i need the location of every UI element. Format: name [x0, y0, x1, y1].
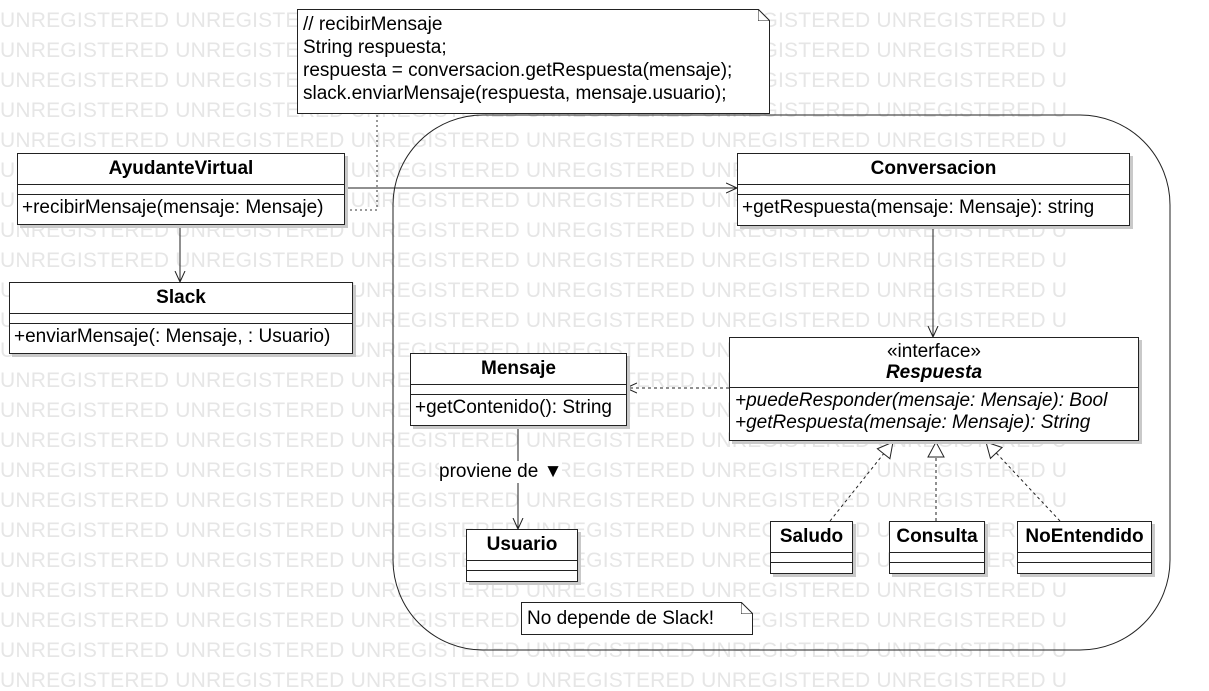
domain-boundary [392, 114, 1171, 651]
attributes-compartment [10, 314, 352, 324]
operations-compartment [771, 563, 852, 571]
interface-respuesta[interactable]: «interface» Respuesta +puedeResponder(me… [729, 337, 1139, 441]
watermark-line: UNREGISTERED UNREGISTERED UNREGISTERED U… [0, 489, 1068, 512]
class-ayudante-virtual[interactable]: AyudanteVirtual +recibirMensaje(mensaje:… [17, 153, 345, 225]
attributes-compartment [467, 561, 577, 571]
operation: +getRespuesta(mensaje: Mensaje): string [742, 197, 1095, 218]
realization-noentendido [985, 441, 1061, 522]
watermark-line: UNREGISTERED UNREGISTERED UNREGISTERED U… [0, 129, 1068, 152]
note-line: // recibirMensaje [303, 14, 443, 35]
watermark-line: UNREGISTERED UNREGISTERED UNREGISTERED U… [0, 669, 1068, 691]
attributes-compartment [890, 553, 984, 563]
stereotype: «interface» [886, 341, 981, 362]
watermark-line: UNREGISTERED UNREGISTERED UNREGISTERED U… [0, 249, 1068, 272]
note-line: String respuesta; [303, 37, 447, 58]
class-name: Slack [10, 283, 352, 314]
note-fold-icon [741, 602, 753, 614]
note-line: slack.enviarMensaje(respuesta, mensaje.u… [303, 83, 727, 104]
operation: +puedeResponder(mensaje: Mensaje): Bool [735, 390, 1108, 411]
note-anchor-line [345, 113, 378, 211]
attributes-compartment [1018, 553, 1151, 563]
note-line: respuesta = conversacion.getRespuesta(me… [303, 60, 733, 81]
operations-list: +puedeResponder(mensaje: Mensaje): Bool … [730, 388, 1138, 436]
operation: +getContenido(): String [415, 397, 612, 418]
class-noentendido[interactable]: NoEntendido [1017, 521, 1152, 574]
class-name: AyudanteVirtual [18, 154, 344, 185]
class-saludo[interactable]: Saludo [770, 521, 853, 574]
association-label-proviene: proviene de ▼ [439, 461, 563, 483]
class-slack[interactable]: Slack +enviarMensaje(: Mensaje, : Usuari… [9, 282, 353, 354]
note-fold-icon [758, 9, 770, 21]
class-name: NoEntendido [1018, 522, 1151, 553]
operations-compartment [890, 563, 984, 571]
operation: +recibirMensaje(mensaje: Mensaje) [22, 197, 324, 218]
slack-note: No depende de Slack! [521, 602, 753, 635]
attributes-compartment [738, 185, 1129, 195]
class-mensaje[interactable]: Mensaje +getContenido(): String [410, 353, 627, 426]
operation: +enviarMensaje(: Mensaje, : Usuario) [14, 326, 331, 347]
attributes-compartment [771, 553, 852, 563]
realization-saludo [829, 441, 894, 522]
class-name: Consulta [890, 522, 984, 553]
note-text: No depende de Slack! [527, 608, 714, 629]
class-name: Usuario [467, 530, 577, 561]
operation: +getRespuesta(mensaje: Mensaje): String [735, 412, 1091, 433]
operations-compartment [1018, 563, 1151, 571]
class-name: Mensaje [411, 354, 626, 385]
attributes-compartment [18, 185, 344, 195]
class-name: Saludo [771, 522, 852, 553]
class-consulta[interactable]: Consulta [889, 521, 985, 574]
operations-compartment [467, 571, 577, 579]
interface-name: Respuesta [730, 362, 1138, 388]
class-conversacion[interactable]: Conversacion +getRespuesta(mensaje: Mens… [737, 153, 1130, 226]
class-name: Conversacion [738, 154, 1129, 185]
class-usuario[interactable]: Usuario [466, 529, 578, 582]
code-note: // recibirMensaje String respuesta; resp… [297, 9, 770, 114]
attributes-compartment [411, 385, 626, 395]
watermark-line: UNREGISTERED UNREGISTERED UNREGISTERED U… [0, 579, 1068, 602]
